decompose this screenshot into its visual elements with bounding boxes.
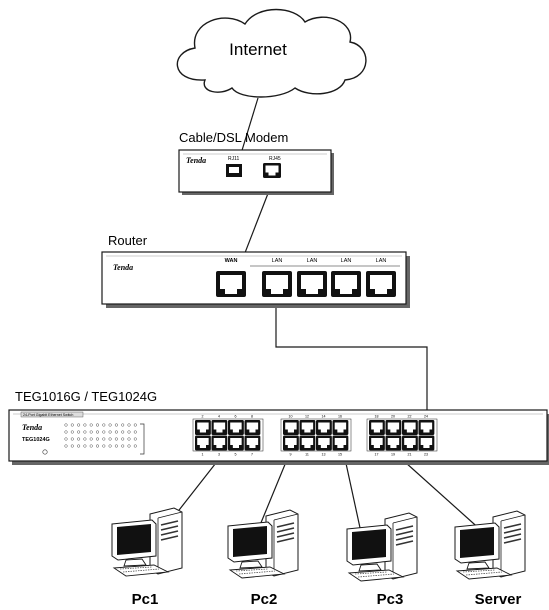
router-lan-port-2 (297, 271, 327, 297)
router-port-label-lan1: LAN (272, 258, 283, 264)
switch-port (402, 420, 418, 435)
computer-label: Server (475, 591, 522, 608)
switch-port (385, 435, 402, 451)
switch-port (369, 435, 385, 451)
switch-port-number-bottom: 9 (290, 453, 292, 457)
switch-brand-logo: Tenda (22, 423, 42, 432)
computer-pc1 (111, 507, 183, 577)
router-brand-logo: Tenda (113, 263, 133, 272)
switch-port-number-top: 8 (251, 415, 253, 419)
computer-label: Pc3 (377, 591, 404, 608)
switch-port (283, 420, 299, 435)
switch-device (8, 409, 549, 465)
router-title: Router (108, 233, 148, 248)
switch-port-number-bottom: 15 (338, 453, 342, 457)
switch-port-number-bottom: 7 (251, 453, 253, 457)
switch-subtitle: 24-Port Gigabit Ethernet Switch (23, 413, 73, 417)
switch-port-number-top: 14 (322, 415, 326, 419)
switch-title: TEG1016G / TEG1024G (15, 389, 157, 404)
internet-cloud (176, 8, 367, 98)
switch-port (418, 420, 435, 435)
switch-port (299, 435, 316, 451)
computer-label: Pc2 (251, 591, 278, 608)
computer-label: Pc1 (132, 591, 159, 608)
switch-port (418, 435, 435, 451)
router-port-label-lan3: LAN (341, 258, 352, 264)
modem-title: Cable/DSL Modem (179, 130, 288, 145)
switch-port-number-top: 2 (202, 415, 204, 419)
switch-power-led (42, 449, 48, 455)
router-port-label-lan4: LAN (376, 258, 387, 264)
switch-port-number-top: 16 (338, 415, 342, 419)
switch-port (316, 420, 332, 435)
switch-port (228, 420, 244, 435)
router-wan-port (216, 271, 246, 297)
switch-port-number-top: 24 (424, 415, 428, 419)
switch-port (332, 435, 349, 451)
cable-router-switch (275, 290, 428, 432)
switch-port (299, 420, 316, 435)
switch-port-number-bottom: 1 (202, 453, 204, 457)
router-lan-port-4 (366, 271, 396, 297)
switch-port-group-2 (280, 418, 352, 452)
router-device (101, 251, 410, 308)
switch-model-label: TEG1024G (22, 437, 50, 443)
computer-pc2 (227, 509, 299, 579)
switch-port-number-top: 10 (289, 415, 293, 419)
switch-port (332, 420, 349, 435)
switch-port-number-top: 12 (305, 415, 309, 419)
switch-port-number-bottom: 3 (218, 453, 220, 457)
switch-port (228, 435, 244, 451)
switch-port-number-bottom: 21 (408, 453, 412, 457)
switch-port (402, 435, 418, 451)
switch-port (195, 435, 211, 451)
switch-port (244, 435, 261, 451)
switch-port-groups (192, 418, 438, 452)
computer-server (454, 510, 526, 580)
modem-rj45-port (263, 163, 281, 178)
modem-rj11-port (226, 164, 242, 177)
computers: Pc1 Pc2 Pc3 Server (111, 507, 526, 608)
switch-port (244, 420, 261, 435)
internet-label: Internet (229, 40, 287, 59)
switch-port-number-bottom: 11 (305, 453, 309, 457)
switch-port-number-top: 22 (408, 415, 412, 419)
switch-port-number-bottom: 19 (391, 453, 395, 457)
modem-brand-logo: Tenda (186, 156, 206, 165)
switch-port-number-top: 4 (218, 415, 220, 419)
switch-led-grid (64, 423, 145, 455)
modem-port-label-rj11: RJ11 (228, 156, 240, 162)
computer-pc3 (346, 512, 418, 582)
router-lan-port-3 (331, 271, 361, 297)
switch-port (195, 420, 211, 435)
switch-port-number-top: 18 (375, 415, 379, 419)
switch-port (283, 435, 299, 451)
switch-port (369, 420, 385, 435)
switch-port (211, 420, 228, 435)
router-port-label-lan2: LAN (307, 258, 318, 264)
modem-device (178, 149, 334, 195)
switch-port (211, 435, 228, 451)
switch-port-number-top: 6 (235, 415, 237, 419)
switch-port (316, 435, 332, 451)
switch-port (385, 420, 402, 435)
modem-port-label-rj45: RJ45 (269, 156, 281, 162)
switch-port-number-bottom: 13 (322, 453, 326, 457)
router-lan-port-1 (262, 271, 292, 297)
switch-port-number-top: 20 (391, 415, 395, 419)
switch-port-group-3 (366, 418, 438, 452)
router-port-label-wan: WAN (225, 258, 238, 264)
switch-port-number-bottom: 23 (424, 453, 428, 457)
switch-port-number-bottom: 5 (235, 453, 237, 457)
switch-port-group-1 (192, 418, 264, 452)
switch-port-number-bottom: 17 (375, 453, 379, 457)
